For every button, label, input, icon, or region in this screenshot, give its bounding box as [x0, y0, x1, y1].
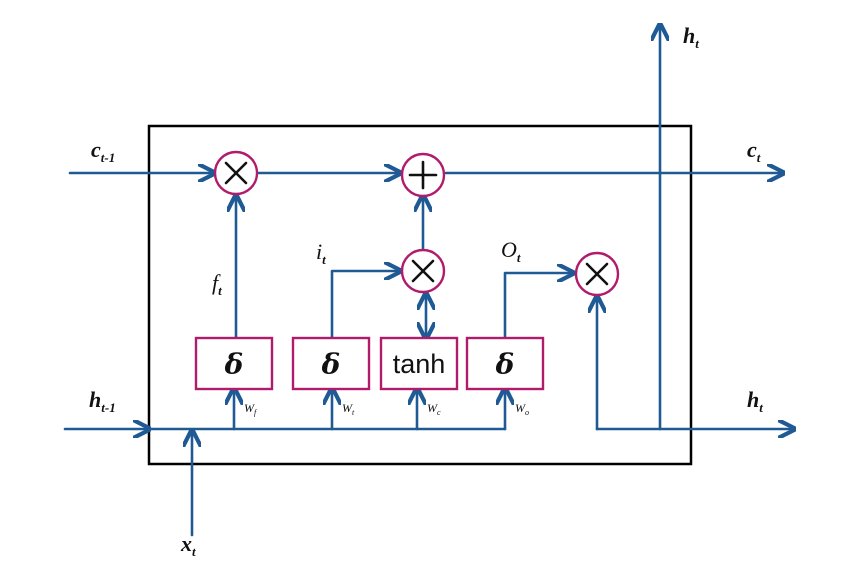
forget-weight-main: W [244, 401, 255, 415]
h-out-right-main: h [747, 387, 759, 412]
input-signal-subscript: t [322, 252, 326, 267]
xt-main: x [180, 531, 192, 556]
output-signal-main: O [501, 237, 517, 262]
output-weight-subscript: o [525, 408, 529, 417]
c-prev-main: c [91, 137, 101, 162]
c-next-main: c [747, 137, 757, 162]
input-weight-subscript: t [352, 408, 355, 417]
output-multiply-operator [574, 251, 620, 297]
input-signal-main: i [316, 239, 322, 264]
h-out-right-subscript: t [759, 400, 763, 415]
c-prev-label: ct-1 [91, 137, 115, 165]
forget-gate-box: δ [194, 336, 274, 391]
input-gate-label: δ [321, 348, 341, 381]
output-weight-main: W [515, 401, 526, 415]
h-out-right-label: ht [747, 387, 763, 415]
input-signal-label: it [316, 239, 326, 267]
candidate-weight-subscript: c [437, 408, 441, 417]
forget-gate-label: δ [224, 348, 244, 381]
h-prev-main: h [89, 387, 101, 412]
h-out-top-subscript: t [695, 36, 699, 51]
c-next-label: ct [747, 137, 761, 165]
input-weight-label: Wt [342, 401, 355, 417]
output-signal-label: Ot [501, 237, 521, 265]
input-signal-arrow [330, 271, 400, 340]
c-prev-subscript: t-1 [101, 150, 115, 165]
output-weight-label: Wo [515, 401, 529, 417]
h-prev-label: ht-1 [89, 387, 116, 415]
xt-subscript: t [192, 544, 196, 559]
xt-label: xt [180, 531, 196, 559]
output-signal-subscript: t [517, 250, 521, 265]
input-gate-box: δ [291, 336, 371, 391]
input-weight-main: W [342, 401, 353, 415]
candidate-weight-label: Wc [427, 401, 441, 417]
input-multiply-operator [400, 248, 446, 294]
forget-weight-label: Wf [244, 401, 258, 417]
forget-weight-subscript: f [254, 408, 258, 417]
h-out-top-main: h [683, 23, 695, 48]
forget-multiply-operator [213, 150, 259, 196]
output-gate-box: δ [465, 336, 545, 391]
forget-signal-subscript: t [218, 283, 222, 298]
cell-add-operator [400, 152, 446, 198]
candidate-weight-main: W [427, 401, 438, 415]
forget-signal-label: ft [212, 270, 222, 298]
candidate-gate-label: tanh [393, 349, 446, 379]
forget-signal-main: f [212, 270, 221, 295]
h-out-top-label: ht [683, 23, 699, 51]
output-gate-label: δ [495, 348, 515, 381]
c-next-subscript: t [757, 150, 761, 165]
candidate-gate-box: tanh [379, 336, 459, 391]
output-signal-arrow [503, 273, 573, 340]
h-prev-subscript: t-1 [101, 400, 115, 415]
